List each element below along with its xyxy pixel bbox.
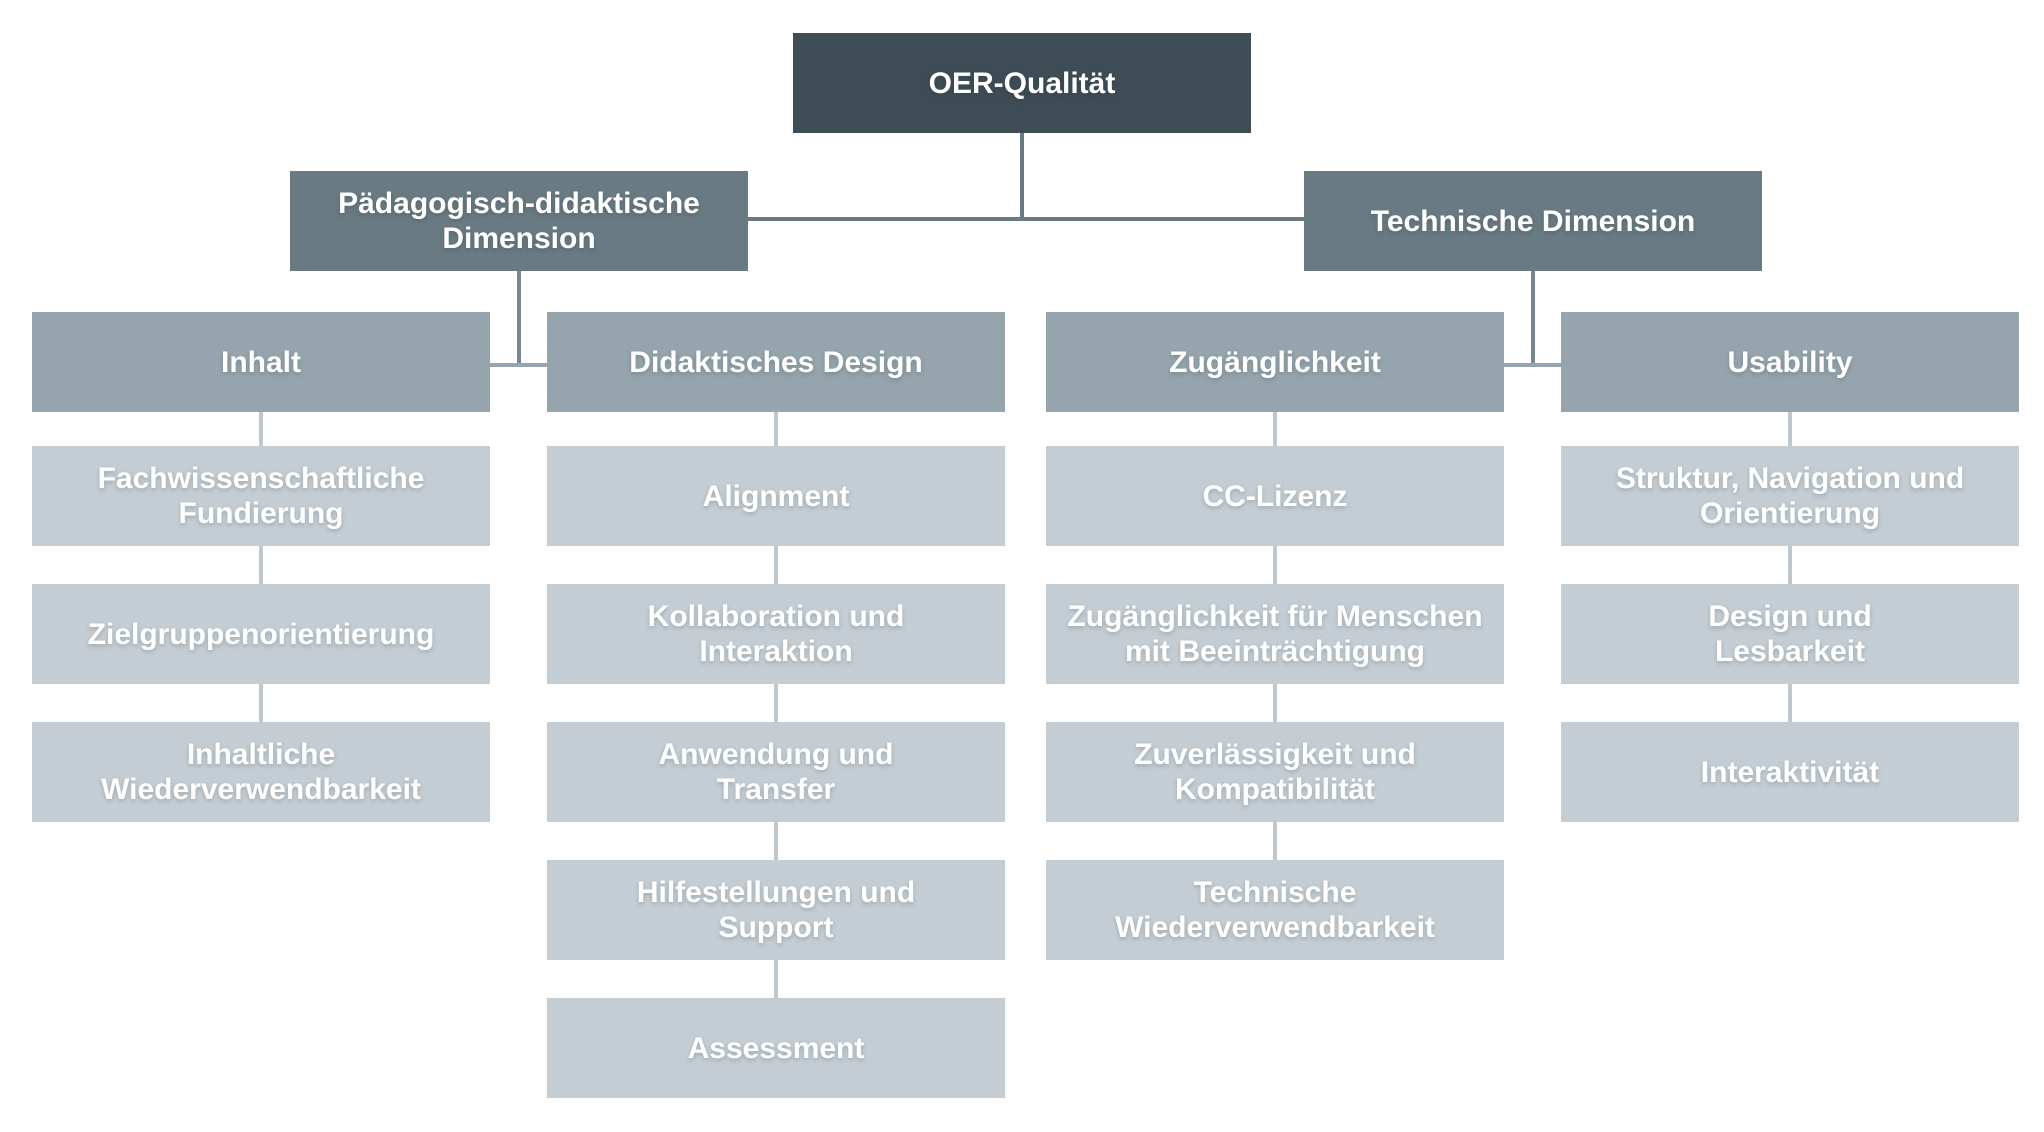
- node-inhalt: Inhalt: [32, 312, 490, 412]
- connector-dimensions-bridge: [748, 217, 1304, 221]
- node-kollaboration-und-interaktion-label: Kollaboration und Interaktion: [647, 600, 905, 668]
- node-zuverlaessigkeit-und-kompatibilitaet: Zuverlässigkeit und Kompatibilität: [1046, 722, 1504, 822]
- connector-col1-seg2: [259, 546, 263, 584]
- node-anwendung-und-transfer: Anwendung und Transfer: [547, 722, 1005, 822]
- connector-col2-seg2: [774, 546, 778, 584]
- connector-col3-seg4: [1273, 822, 1277, 860]
- connector-col1-seg1: [259, 412, 263, 446]
- node-technische-dimension-label: Technische Dimension: [1370, 204, 1696, 238]
- node-assessment: Assessment: [547, 998, 1005, 1098]
- node-technische-wiederverwendbarkeit-label: Technische Wiederverwendbarkeit: [1115, 876, 1435, 944]
- node-struktur-navigation-und-orientierung: Struktur, Navigation und Orientierung: [1561, 446, 2019, 546]
- node-technische-wiederverwendbarkeit: Technische Wiederverwendbarkeit: [1046, 860, 1504, 960]
- node-inhaltliche-wiederverwendbarkeit-label: Inhaltliche Wiederverwendbarkeit: [101, 738, 421, 806]
- node-usability: Usability: [1561, 312, 2019, 412]
- node-inhalt-label: Inhalt: [221, 345, 301, 379]
- connector-col4-seg3: [1788, 684, 1792, 722]
- node-cc-lizenz: CC-Lizenz: [1046, 446, 1504, 546]
- node-technische-dimension: Technische Dimension: [1304, 171, 1762, 271]
- node-zielgruppenorientierung-label: Zielgruppenorientierung: [87, 617, 435, 651]
- connector-dim1-drop: [517, 271, 521, 367]
- node-didaktisches-design-label: Didaktisches Design: [629, 345, 923, 379]
- connector-col3-seg2: [1273, 546, 1277, 584]
- node-interaktivitaet-label: Interaktivität: [1700, 755, 1880, 789]
- connector-col4-seg1: [1788, 412, 1792, 446]
- node-cc-lizenz-label: CC-Lizenz: [1202, 479, 1348, 513]
- node-hilfestellungen-und-support-label: Hilfestellungen und Support: [636, 876, 916, 944]
- node-inhaltliche-wiederverwendbarkeit: Inhaltliche Wiederverwendbarkeit: [32, 722, 490, 822]
- connector-root-drop: [1020, 133, 1024, 221]
- node-struktur-navigation-und-orientierung-label: Struktur, Navigation und Orientierung: [1615, 462, 1965, 530]
- node-alignment: Alignment: [547, 446, 1005, 546]
- node-oer-qualitaet-label: OER-Qualität: [928, 66, 1116, 100]
- node-zuverlaessigkeit-und-kompatibilitaet-label: Zuverlässigkeit und Kompatibilität: [1134, 738, 1416, 806]
- node-fachwissenschaftliche-fundierung: Fachwissenschaftliche Fundierung: [32, 446, 490, 546]
- connector-col2-seg5: [774, 960, 778, 998]
- node-design-und-lesbarkeit: Design und Lesbarkeit: [1561, 584, 2019, 684]
- node-fachwissenschaftliche-fundierung-label: Fachwissenschaftliche Fundierung: [97, 462, 425, 530]
- node-design-und-lesbarkeit-label: Design und Lesbarkeit: [1708, 600, 1872, 668]
- connector-col3-seg3: [1273, 684, 1277, 722]
- node-usability-label: Usability: [1727, 345, 1853, 379]
- connector-col2-seg3: [774, 684, 778, 722]
- connector-cat3-cat4-bridge: [1502, 363, 1563, 367]
- connector-col4-seg2: [1788, 546, 1792, 584]
- node-paedagogisch-didaktische-dimension: Pädagogisch-didaktische Dimension: [290, 171, 748, 271]
- node-interaktivitaet: Interaktivität: [1561, 722, 2019, 822]
- connector-col2-seg4: [774, 822, 778, 860]
- node-zielgruppenorientierung: Zielgruppenorientierung: [32, 584, 490, 684]
- connector-cat1-cat2-bridge: [488, 363, 549, 367]
- node-assessment-label: Assessment: [687, 1031, 865, 1065]
- node-paedagogisch-didaktische-dimension-label: Pädagogisch-didaktische Dimension: [338, 187, 700, 255]
- node-zugaenglichkeit-label: Zugänglichkeit: [1169, 345, 1381, 379]
- node-zugaenglichkeit-fuer-menschen-label: Zugänglichkeit für Menschen mit Beeinträ…: [1067, 600, 1483, 668]
- node-didaktisches-design: Didaktisches Design: [547, 312, 1005, 412]
- node-alignment-label: Alignment: [702, 479, 850, 513]
- node-zugaenglichkeit: Zugänglichkeit: [1046, 312, 1504, 412]
- connector-dim2-drop: [1531, 271, 1535, 367]
- node-kollaboration-und-interaktion: Kollaboration und Interaktion: [547, 584, 1005, 684]
- node-hilfestellungen-und-support: Hilfestellungen und Support: [547, 860, 1005, 960]
- node-oer-qualitaet: OER-Qualität: [793, 33, 1251, 133]
- connector-col3-seg1: [1273, 412, 1277, 446]
- node-zugaenglichkeit-fuer-menschen: Zugänglichkeit für Menschen mit Beeinträ…: [1046, 584, 1504, 684]
- node-anwendung-und-transfer-label: Anwendung und Transfer: [658, 738, 894, 806]
- connector-col2-seg1: [774, 412, 778, 446]
- connector-col1-seg3: [259, 684, 263, 722]
